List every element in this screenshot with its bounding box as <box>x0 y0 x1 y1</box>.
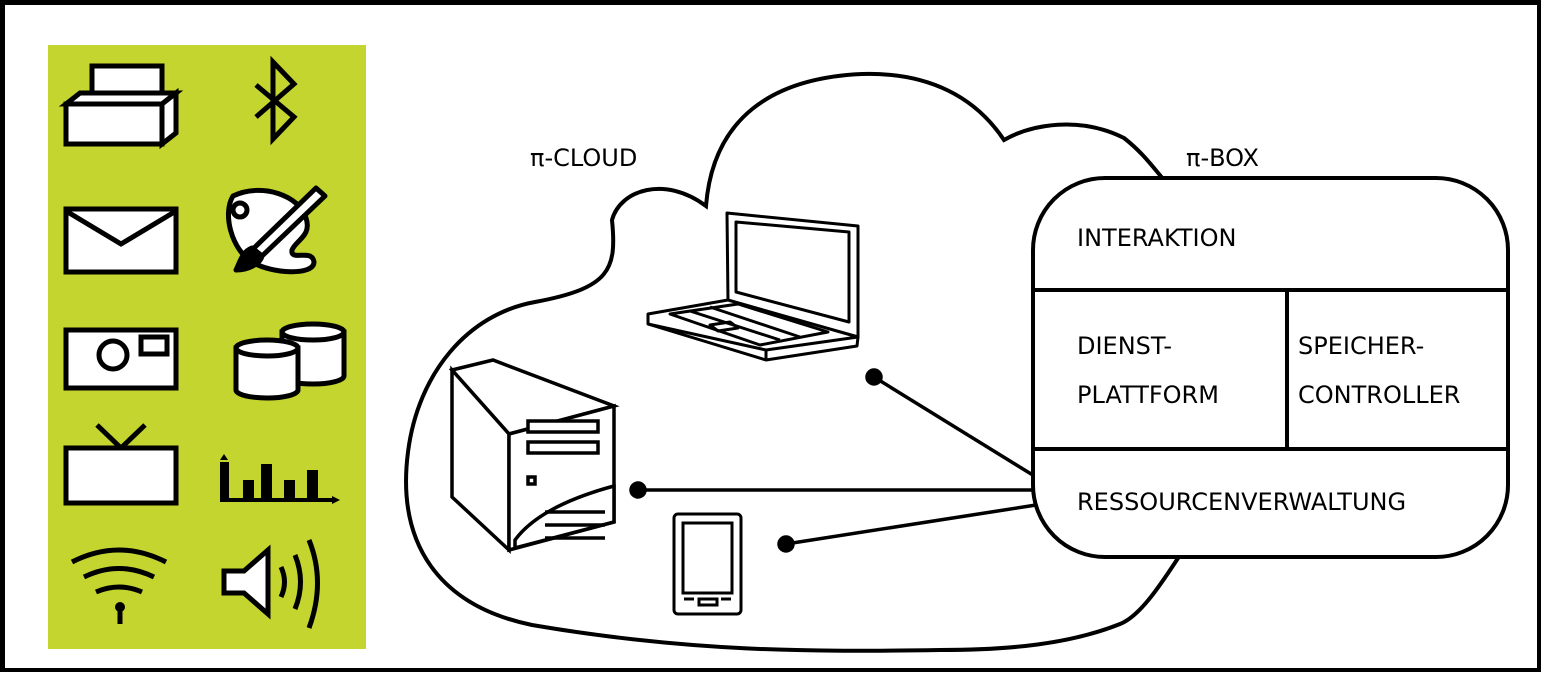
pi-box: π-BOX INTERAKTION DIENST- PLATTFORM SPEI… <box>1031 144 1510 559</box>
bluetooth-icon <box>254 55 298 146</box>
tv-icon <box>63 423 179 506</box>
speichercontroller-label-line2: CONTROLLER <box>1298 381 1460 409</box>
laptop-connection-dot <box>865 368 883 386</box>
dienstplattform-label-line1: DIENST- <box>1077 332 1172 360</box>
palette-icon <box>225 185 328 275</box>
pi-cloud: π-CLOUD <box>404 71 1184 653</box>
speichercontroller-label-line1: SPEICHER- <box>1298 332 1424 360</box>
tablet-icon <box>672 512 743 616</box>
wifi-icon <box>70 547 168 624</box>
server-tower-icon <box>448 358 620 555</box>
icon-panel <box>48 45 366 649</box>
envelope-icon <box>63 206 179 275</box>
speaker-icon <box>221 539 320 629</box>
laptop-connection <box>873 375 1037 479</box>
printer-icon <box>58 63 184 150</box>
tablet-connection-dot <box>777 535 795 553</box>
pibox-label: π-BOX <box>1186 144 1259 172</box>
cloud-label: π-CLOUD <box>530 144 637 172</box>
laptop-icon <box>646 211 860 362</box>
projector-icon <box>63 327 179 391</box>
server-connection-dot <box>629 481 647 499</box>
pibox-outline <box>1031 176 1510 559</box>
bar-chart-icon <box>220 454 340 504</box>
dienstplattform-label-line2: PLATTFORM <box>1077 381 1219 409</box>
connections <box>629 368 1037 553</box>
database-icon <box>233 321 347 401</box>
interaktion-label: INTERAKTION <box>1077 224 1236 252</box>
ressourcenverwaltung-label: RESSOURCENVERWALTUNG <box>1077 488 1406 516</box>
architecture-diagram: π-CLOUD <box>48 45 1510 653</box>
tablet-connection <box>785 503 1037 546</box>
